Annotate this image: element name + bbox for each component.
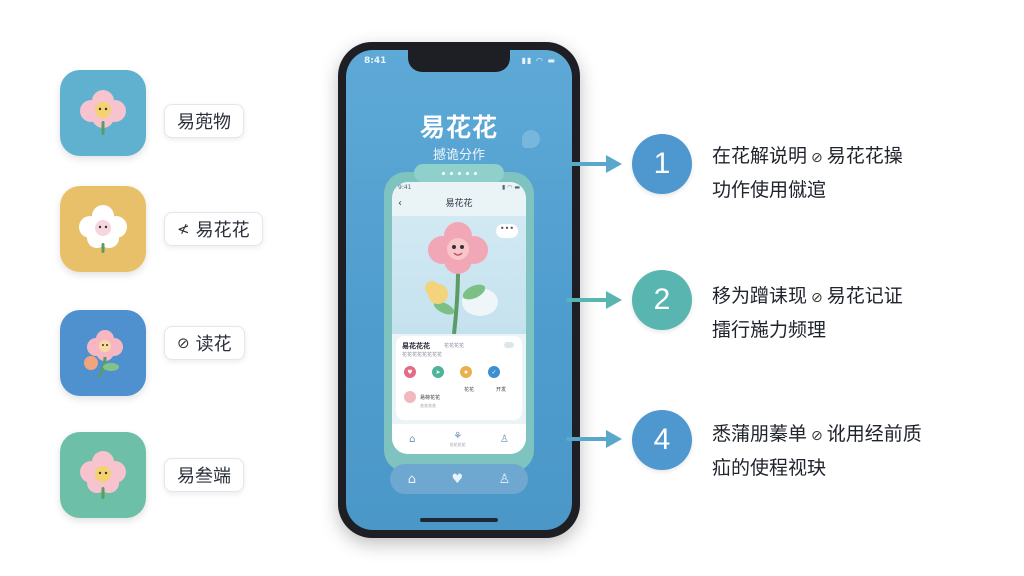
home-icon[interactable]: ⌂: [409, 433, 416, 445]
flower-icon: [79, 205, 127, 253]
card-title: 易花花花: [402, 342, 430, 350]
app-icon-2[interactable]: [60, 186, 146, 272]
tab-middle[interactable]: ⚘花花花花: [449, 430, 466, 447]
app-label-text: 易蔸物: [177, 112, 231, 133]
step-text-3: 悉蒲朋蓁单⊘讹用经前质 疝的使程视玦: [712, 418, 1002, 484]
step-circle-1: 1: [632, 134, 692, 194]
app-subtitle: 撼诡分作: [432, 148, 485, 163]
chat-bubble[interactable]: •••: [496, 224, 518, 238]
inner-header-title: 易花花: [445, 199, 473, 209]
left-arrow-icon: ≮: [177, 220, 190, 238]
card-subtitle: 花花花花花花花花: [402, 352, 443, 358]
step-line2: 疝的使程视玦: [712, 457, 827, 479]
info-card: 易花花花 花花花花 花花花花花花花花 ♥ ➤ ★ ✓ 易荷花花 花花: [396, 336, 522, 420]
phone-screen: 8:41 ▮▮ ◠ ▬ 易花花 撼诡分作 9:41 ▮ ◠ ▬ ‹ 易花花: [346, 50, 572, 530]
chat-icon: [522, 130, 540, 148]
step-line2: 功作使用僦逭: [712, 179, 827, 201]
slash-circle-icon: ⊘: [811, 290, 823, 306]
bird-icon[interactable]: ✓: [488, 366, 500, 378]
step-line1: 在花解说明: [712, 145, 808, 167]
app-label-1: 易蔸物: [164, 104, 244, 138]
step-text-1: 在花解说明⊘易花花操 功作使用僦逭: [712, 140, 1002, 206]
inner-app-frame: 9:41 ▮ ◠ ▬ ‹ 易花花: [384, 164, 534, 472]
inner-nav-bar: ⌂ ⚘花花花花 ♙: [392, 424, 526, 454]
step-line1: 悉蒲朋蓁单: [712, 423, 808, 445]
slash-circle-icon: ⊘: [811, 150, 823, 166]
step-line1-tail: 讹用经前质: [826, 423, 922, 445]
inner-pill: [414, 164, 504, 182]
list-item[interactable]: 易荷花花 花花花花: [404, 384, 440, 409]
step-line1: 移为蹭诔现: [712, 285, 808, 307]
bottom-tab-bar: ⌂ ♥ ♙: [390, 464, 528, 494]
back-button[interactable]: ‹: [398, 198, 402, 209]
step-circle-3: 4: [632, 410, 692, 470]
step-text-2: 移为蹭诔现⊘易花记证 擂行崺力频理: [712, 280, 1002, 346]
notch: [408, 50, 510, 72]
phone-frame: 8:41 ▮▮ ◠ ▬ 易花花 撼诡分作 9:41 ▮ ◠ ▬ ‹ 易花花: [338, 42, 580, 538]
status-time: 8:41: [364, 56, 387, 66]
app-icon-4[interactable]: [60, 432, 146, 518]
app-icon-1[interactable]: [60, 70, 146, 156]
app-icon-3[interactable]: [60, 310, 146, 396]
step-line2: 擂行崺力频理: [712, 319, 827, 341]
inner-screen: 9:41 ▮ ◠ ▬ ‹ 易花花: [392, 182, 526, 454]
tab-middle-label: 花花花花: [449, 441, 466, 447]
flower-icon: [84, 330, 123, 378]
card-tag: 花花花花: [444, 343, 465, 349]
inner-status-time: 9:41: [398, 184, 412, 191]
app-label-text: 易叁端: [177, 466, 231, 487]
app-label-2: ≮ 易花花: [164, 212, 263, 246]
app-label-4: 易叁端: [164, 458, 244, 492]
flower-icon: [80, 451, 126, 499]
share-icon[interactable]: ➤: [432, 366, 444, 378]
step-line1-tail: 易花花操: [826, 145, 903, 167]
heart-icon[interactable]: ♥: [404, 366, 416, 378]
flower-character-icon: [425, 222, 498, 334]
flower-icon: [80, 90, 126, 135]
app-label-text: 易花花: [195, 220, 250, 241]
star-icon[interactable]: ★: [460, 366, 472, 378]
home-icon[interactable]: ⌂: [407, 471, 416, 487]
avatar: [404, 390, 416, 403]
app-title: 易花花: [419, 113, 498, 142]
profile-icon[interactable]: ♙: [498, 471, 511, 487]
list-item-text: 易荷花花 花花花花: [420, 384, 440, 409]
status-icons: ▮▮ ◠ ▬: [521, 56, 556, 65]
app-label-3: ⊘ 读花: [164, 326, 245, 360]
step-circle-2: 2: [632, 270, 692, 330]
toggle[interactable]: [504, 342, 514, 348]
inner-status-icons: ▮ ◠ ▬: [501, 184, 520, 191]
app-label-text: 读花: [195, 334, 232, 355]
step-line1-tail: 易花记证: [826, 285, 903, 307]
list-item-name: 易荷花花: [420, 395, 441, 401]
home-indicator: [420, 518, 498, 522]
profile-icon[interactable]: ♙: [499, 433, 509, 445]
slash-circle-icon: ⊘: [177, 334, 190, 352]
label-small-1: 花花: [464, 387, 475, 393]
label-small-2: 开发: [496, 387, 507, 393]
heart-icon[interactable]: ♥: [451, 471, 464, 487]
action-icons: ♥ ➤ ★ ✓: [404, 366, 500, 378]
slash-circle-icon: ⊘: [811, 428, 823, 444]
list-item-sub: 花花花花: [420, 403, 436, 408]
